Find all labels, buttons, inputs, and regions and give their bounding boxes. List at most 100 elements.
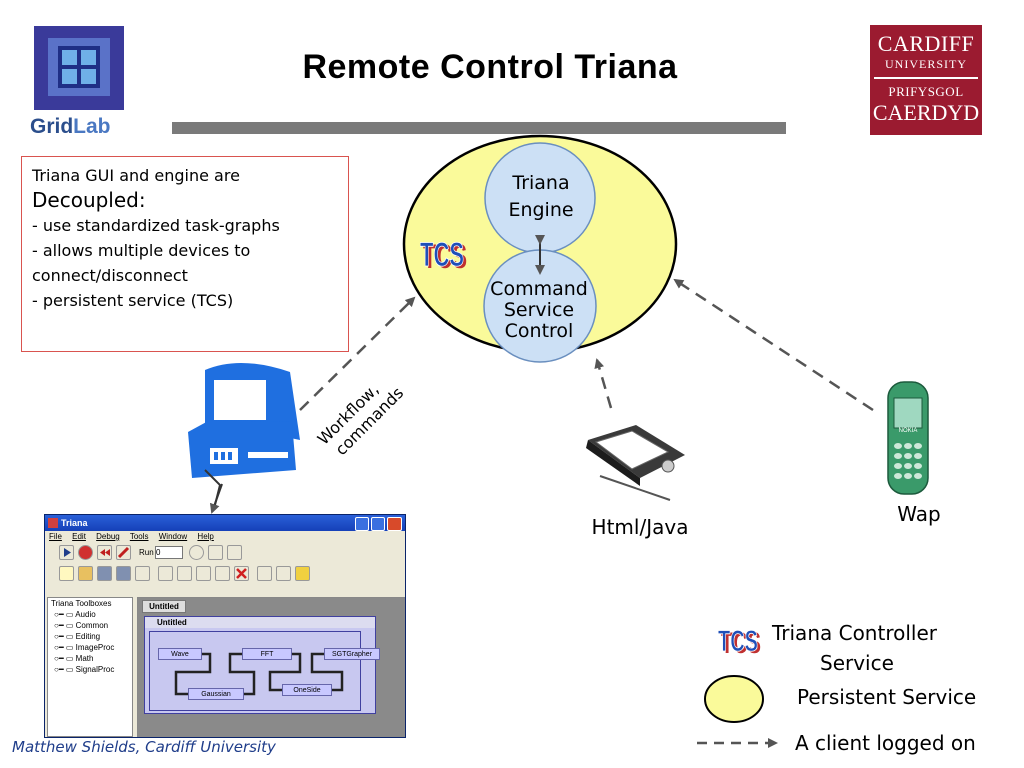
toolbox-tree: Triana Toolboxes ○━ ▭ Audio ○━ ▭ Common … bbox=[47, 597, 133, 737]
tree-item-label: SignalProc bbox=[75, 665, 115, 674]
cardiff-logo-line1: CARDIFF bbox=[877, 31, 975, 56]
tree-item-audio[interactable]: ○━ ▭ Audio bbox=[54, 610, 96, 619]
engine-label-2: Engine bbox=[508, 199, 573, 221]
command-label-1: Command bbox=[490, 278, 588, 300]
toolbar-row-1: Run 0 bbox=[45, 543, 405, 563]
unit-fft[interactable]: FFT bbox=[242, 648, 292, 660]
tree-item-math[interactable]: ○━ ▭ Math bbox=[54, 654, 94, 663]
delete-icon[interactable] bbox=[234, 566, 249, 581]
zoom-out-icon[interactable] bbox=[227, 545, 242, 560]
gridlab-wordmark: GridLab bbox=[30, 115, 111, 139]
paste-icon[interactable] bbox=[196, 566, 211, 581]
legend-tcs-line1: Triana Controller bbox=[771, 621, 938, 645]
maximize-icon[interactable] bbox=[371, 517, 385, 531]
workflow-label: Workflow, commands bbox=[314, 380, 408, 459]
info-box: Triana GUI and engine are Decoupled: - u… bbox=[21, 156, 349, 352]
slide-title: Remote Control Triana bbox=[302, 48, 678, 86]
cardiff-university-logo: CARDIFF UNIVERSITY PRIFYSGOL CAERDYD bbox=[870, 25, 982, 135]
cut-icon[interactable] bbox=[177, 566, 192, 581]
save-as-icon[interactable] bbox=[116, 566, 131, 581]
tree-root[interactable]: Triana Toolboxes bbox=[51, 599, 112, 608]
taskgraph-wires bbox=[174, 652, 344, 696]
debug-icon[interactable] bbox=[116, 545, 131, 560]
play-icon[interactable] bbox=[59, 545, 74, 560]
wap-arrow bbox=[673, 278, 874, 412]
help-icon[interactable] bbox=[295, 566, 310, 581]
close-icon[interactable] bbox=[387, 517, 402, 531]
info-line-3: - use standardized task-graphs bbox=[32, 216, 280, 235]
legend-tcs-badge: TCS bbox=[718, 625, 758, 658]
workspace-area: Untitled Untitled Wave FFT SGTGrapher Ga… bbox=[137, 597, 405, 737]
tab-untitled[interactable]: Untitled bbox=[142, 600, 186, 613]
inner-window-title: Untitled bbox=[145, 617, 375, 628]
unit-sgtgrapher[interactable]: SGTGrapher bbox=[324, 648, 380, 660]
legend-persistent-ellipse bbox=[704, 675, 764, 723]
pda-icon bbox=[586, 425, 685, 501]
zoom-in-icon[interactable] bbox=[208, 545, 223, 560]
tree-item-signalproc[interactable]: ○━ ▭ SignalProc bbox=[54, 665, 115, 674]
info-line-5: connect/disconnect bbox=[32, 266, 188, 285]
new-icon[interactable] bbox=[59, 566, 74, 581]
print-icon[interactable] bbox=[276, 566, 291, 581]
menu-edit[interactable]: Edit bbox=[72, 532, 86, 541]
info-icon[interactable] bbox=[189, 545, 204, 560]
triana-window: Triana File Edit Debug Tools Window Help… bbox=[44, 514, 406, 738]
svg-text:NOKIA: NOKIA bbox=[899, 428, 918, 434]
command-label-3: Control bbox=[505, 320, 574, 342]
taskgraph-canvas[interactable]: Wave FFT SGTGrapher Gaussian OneSide bbox=[149, 631, 380, 711]
tcs-badge-shadow: TCS bbox=[423, 238, 467, 276]
wap-label: Wap bbox=[897, 502, 940, 526]
tree-item-label: Common bbox=[75, 621, 109, 630]
minimize-icon[interactable] bbox=[355, 517, 369, 531]
menu-help[interactable]: Help bbox=[197, 532, 214, 541]
cardiff-logo-line4: CAERDYD bbox=[872, 100, 980, 125]
unit-oneside[interactable]: OneSide bbox=[282, 684, 332, 696]
run-label: Run bbox=[139, 548, 154, 557]
cardiff-logo-line3: PRIFYSGOL bbox=[888, 84, 964, 99]
tree-item-label: Editing bbox=[75, 632, 101, 641]
open-icon[interactable] bbox=[78, 566, 93, 581]
computer-icon bbox=[188, 362, 300, 506]
triana-app-icon bbox=[48, 518, 58, 528]
title-underline-bar bbox=[172, 122, 786, 134]
toolbar-row-2 bbox=[45, 563, 405, 585]
stop-icon[interactable] bbox=[78, 545, 93, 560]
tcs-badge: TCS bbox=[420, 236, 464, 274]
save-icon[interactable] bbox=[97, 566, 112, 581]
tree-item-label: Math bbox=[75, 654, 94, 663]
cardiff-logo-line2: UNIVERSITY bbox=[874, 57, 978, 79]
group-icon[interactable] bbox=[135, 566, 150, 581]
triana-window-title: Triana bbox=[61, 518, 88, 528]
run-count-input[interactable]: 0 bbox=[155, 546, 183, 559]
tree-item-imageproc[interactable]: ○━ ▭ ImageProc bbox=[54, 643, 115, 652]
menu-debug[interactable]: Debug bbox=[96, 532, 120, 541]
info-line-6: - persistent service (TCS) bbox=[32, 291, 234, 310]
unit-wave[interactable]: Wave bbox=[158, 648, 202, 660]
unit-gaussian[interactable]: Gaussian bbox=[188, 688, 244, 700]
info-line-2: Decoupled: bbox=[32, 188, 146, 212]
menu-tools[interactable]: Tools bbox=[129, 532, 149, 541]
paste-into-icon[interactable] bbox=[215, 566, 230, 581]
rewind-icon[interactable] bbox=[97, 545, 112, 560]
triana-window-titlebar[interactable]: Triana bbox=[45, 515, 405, 531]
info-line-1: Triana GUI and engine are bbox=[32, 166, 240, 185]
copy-icon[interactable] bbox=[158, 566, 173, 581]
footer-author: Matthew Shields, Cardiff University bbox=[12, 738, 276, 756]
tree-item-label: ImageProc bbox=[75, 643, 115, 652]
workflow-arrow bbox=[299, 296, 416, 411]
tree-item-common[interactable]: ○━ ▭ Common bbox=[54, 621, 109, 630]
computer-to-window-arrow bbox=[209, 483, 223, 514]
htmljava-arrow bbox=[594, 358, 613, 409]
phone-icon: NOKIA bbox=[887, 381, 929, 495]
engine-label-1: Triana bbox=[511, 172, 569, 194]
tree-item-editing[interactable]: ○━ ▭ Editing bbox=[54, 632, 101, 641]
menu-window[interactable]: Window bbox=[158, 532, 188, 541]
tree-item-label: Audio bbox=[75, 610, 96, 619]
legend-persistent-label: Persistent Service bbox=[797, 685, 976, 709]
command-label-2: Service bbox=[504, 299, 574, 321]
menu-file[interactable]: File bbox=[49, 532, 62, 541]
info-line-4: - allows multiple devices to bbox=[32, 241, 251, 260]
gridlab-logo-icon bbox=[34, 26, 124, 110]
find-icon[interactable] bbox=[257, 566, 272, 581]
